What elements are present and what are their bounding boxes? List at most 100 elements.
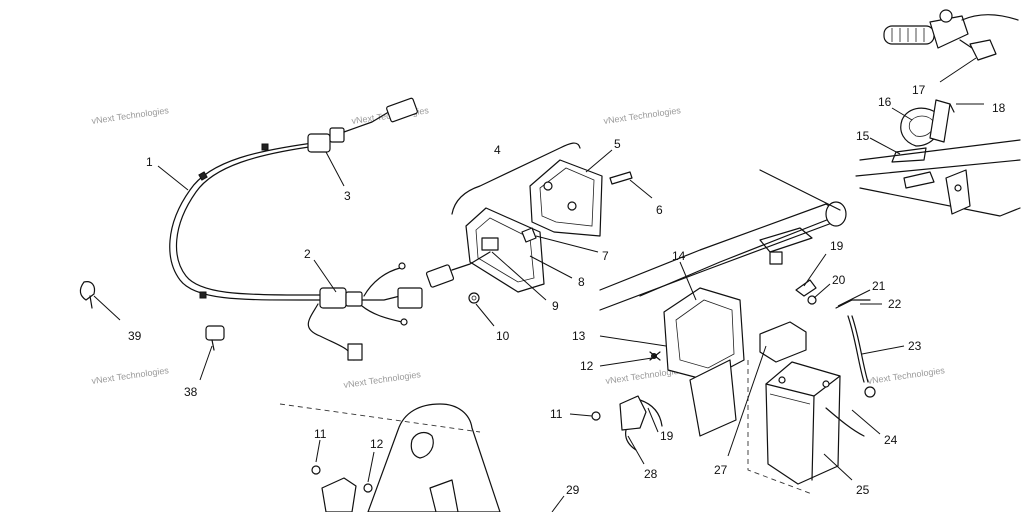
- leader-28: [627, 435, 645, 465]
- bolt-12-mark: [649, 351, 661, 361]
- harness-plug-right: [397, 287, 423, 309]
- battery-label-line: [769, 393, 811, 405]
- leader-11b: [315, 439, 321, 463]
- horn-inner: [908, 115, 935, 137]
- battery-cable-23-inner: [851, 315, 869, 383]
- frame-tube-end: [825, 201, 847, 227]
- harness-plug-top: [386, 97, 418, 123]
- callout-13: 13: [572, 329, 586, 343]
- relay-wire-2: [625, 429, 637, 451]
- leader-11: [569, 413, 593, 417]
- plate-dash-line: [279, 403, 481, 433]
- horn-pad-15: [891, 147, 927, 163]
- frame-top-rail-2: [855, 159, 1021, 177]
- callout-12b: 12: [370, 437, 384, 451]
- leader-39: [93, 295, 121, 321]
- battery-terminal-neg: [778, 376, 786, 384]
- relay-group: [591, 351, 663, 451]
- callout-8: 8: [578, 275, 585, 289]
- frame-lower-plate: [689, 359, 737, 437]
- harness-branch-lower: [361, 305, 403, 323]
- tail-light-lens: [529, 159, 603, 237]
- harness-ring-terminal-2: [400, 318, 408, 326]
- cable-23-terminal: [864, 386, 876, 398]
- grommet-38: [205, 325, 225, 341]
- callout-2: 2: [304, 247, 311, 261]
- callout-22: 22: [888, 297, 902, 311]
- leader-19a: [803, 253, 827, 287]
- tail-light-wire: [451, 251, 491, 271]
- harness-branch-up: [363, 267, 401, 297]
- frame-rail-upper: [599, 203, 843, 297]
- bolt-18: [949, 103, 955, 113]
- harness-clip-3: [199, 291, 207, 299]
- leader-9: [491, 251, 547, 301]
- relay-bottom: [321, 477, 357, 512]
- callout-24: 24: [884, 433, 898, 447]
- leader-13: [599, 335, 667, 347]
- mounting-plate: [367, 403, 501, 512]
- callout-7: 7: [602, 249, 609, 263]
- mounting-plate-tab: [429, 479, 459, 512]
- leader-29: [551, 495, 565, 512]
- callout-12a: 12: [580, 359, 594, 373]
- callout-11b: 11: [314, 427, 327, 441]
- lens-screw-hole-1: [543, 181, 553, 191]
- callout-19a: 19: [830, 239, 844, 253]
- lens-screw-hole-2: [567, 201, 577, 211]
- tail-light-socket: [481, 237, 499, 251]
- callout-3: 3: [344, 189, 351, 203]
- callout-17: 17: [912, 83, 926, 97]
- harness-wire-right: [361, 295, 401, 301]
- assembly-bracket-4: [451, 142, 581, 215]
- harness-plug-down: [347, 343, 363, 361]
- callout-9: 9: [552, 299, 559, 313]
- harness-ring-terminal: [398, 262, 406, 270]
- callout-20: 20: [832, 273, 846, 287]
- harness-connector-top: [307, 133, 331, 153]
- battery-front-edge: [811, 395, 815, 481]
- frame-gusset-hole: [954, 184, 962, 192]
- leader-23: [861, 345, 905, 355]
- callout-25: 25: [856, 483, 870, 497]
- switch-wire: [959, 39, 973, 49]
- callout-27: 27: [714, 463, 728, 477]
- battery-bracket-14: [663, 287, 745, 381]
- handlebar-group: [855, 9, 1021, 217]
- leader-38: [199, 345, 213, 381]
- callout-38: 38: [184, 385, 198, 399]
- watermark-4: vNext Technologies: [91, 365, 170, 386]
- loose-parts-left: [79, 281, 225, 351]
- grip-17: [883, 25, 935, 45]
- cable-24: [825, 407, 865, 437]
- grommet-38-stem: [211, 339, 215, 351]
- frame-assembly: [599, 169, 847, 437]
- frame-top-rail: [859, 139, 1021, 161]
- horn-bracket: [929, 99, 951, 143]
- leader-24: [851, 409, 881, 435]
- callout-14: 14: [672, 249, 686, 263]
- frame-crossbar: [759, 169, 841, 211]
- frame-top-rail-3: [859, 187, 1021, 217]
- callout-21: 21: [872, 279, 886, 293]
- callout-18: 18: [992, 101, 1006, 115]
- harness-wire-top: [343, 109, 393, 133]
- frame-tab-hole: [769, 251, 783, 265]
- battery-terminal-pos: [822, 380, 830, 388]
- leader-2: [313, 259, 337, 293]
- watermark-5: vNext Technologies: [343, 369, 422, 390]
- leader-3: [325, 151, 345, 187]
- leader-19b: [647, 407, 659, 433]
- leader-27: [727, 345, 767, 457]
- harness-clip-2: [261, 143, 269, 151]
- harness-cable-inner: [175, 145, 341, 296]
- relay-28: [619, 395, 647, 431]
- tail-light-housing-inner: [475, 217, 535, 283]
- tail-light-plug: [425, 264, 455, 288]
- switch-knob: [939, 9, 953, 23]
- callout-labels: 1 2 3 4 5 6 7 8 9 10 39 38 14 13 12 11 1…: [128, 83, 1006, 497]
- frame-slot: [903, 171, 935, 189]
- leader-14: [679, 261, 697, 301]
- leader-15: [869, 137, 901, 155]
